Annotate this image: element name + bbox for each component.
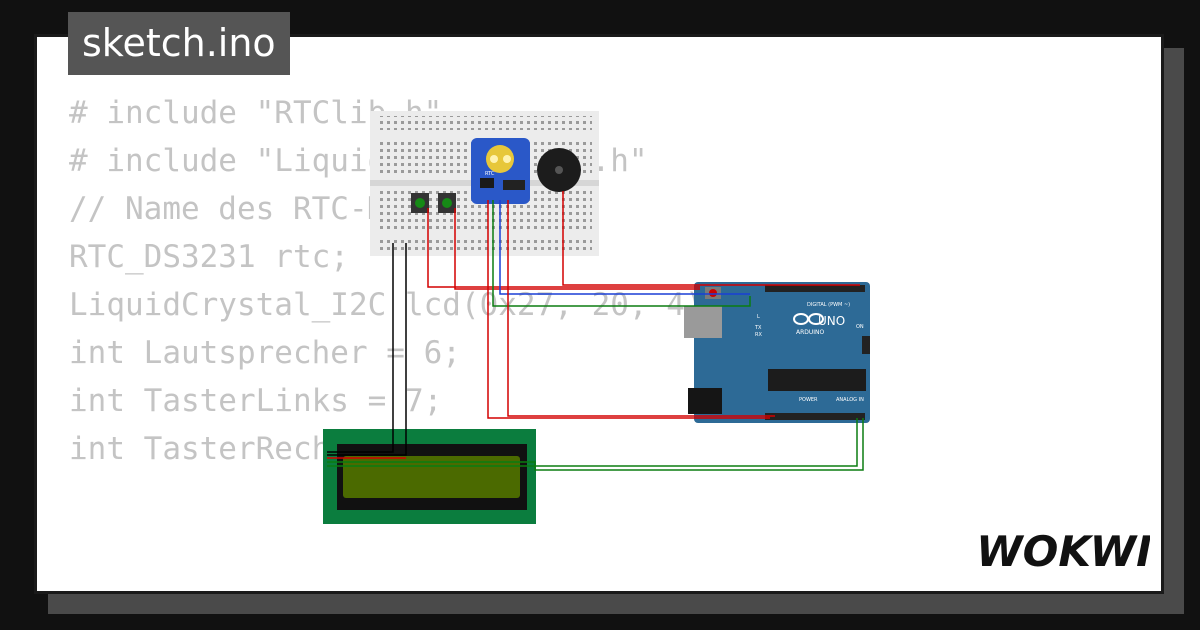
wire-rtc-vcc [487, 200, 770, 419]
code-line: RTC_DS3231 rtc; [69, 239, 349, 275]
l-label: L [757, 314, 760, 320]
brand-name: WOKWI [978, 527, 1150, 576]
arduino-uno[interactable]: UNO ARDUINO DIGITAL (PWM ~) POWER ANALOG… [684, 282, 870, 423]
wokwi-logo: WOKWI [978, 527, 1150, 576]
digital-label: DIGITAL (PWM ~) [807, 302, 850, 308]
analog-label: ANALOG IN [836, 397, 864, 403]
wire-ground-lcd [327, 243, 394, 453]
file-tab[interactable]: sketch.ino [68, 12, 290, 75]
tx-label: TX [754, 325, 762, 331]
on-label: ON [856, 324, 864, 330]
wire-ground-button [327, 243, 407, 456]
power-label: POWER [799, 397, 818, 403]
board-name: UNO [818, 314, 845, 328]
lcd-display[interactable] [323, 429, 536, 524]
arduino-infinity-logo [793, 313, 824, 325]
buzzer[interactable] [537, 148, 581, 192]
push-button-right[interactable] [438, 193, 456, 213]
rx-label: RX [755, 332, 762, 338]
wire-rtc-scl [492, 200, 751, 307]
rtc-module[interactable]: RTC [471, 138, 530, 204]
wire-button-left [427, 208, 700, 288]
code-line: int Lautsprecher = 6; [69, 335, 461, 371]
wire-rtc-sda [499, 200, 750, 295]
push-button-left[interactable] [411, 193, 429, 213]
rtc-label: RTC [485, 171, 495, 177]
wire-button-right [454, 208, 700, 290]
code-line: LiquidCrystal_I2C lcd(0x27, 20, 4); [69, 287, 723, 323]
wire-rtc-gnd [507, 200, 775, 417]
board-maker: ARDUINO [796, 329, 825, 336]
wire-buzzer [562, 191, 860, 286]
code-line: int TasterLinks = 7; [69, 383, 443, 419]
wire-lcd-scl [327, 418, 858, 467]
wire-lcd-sda [327, 418, 864, 471]
